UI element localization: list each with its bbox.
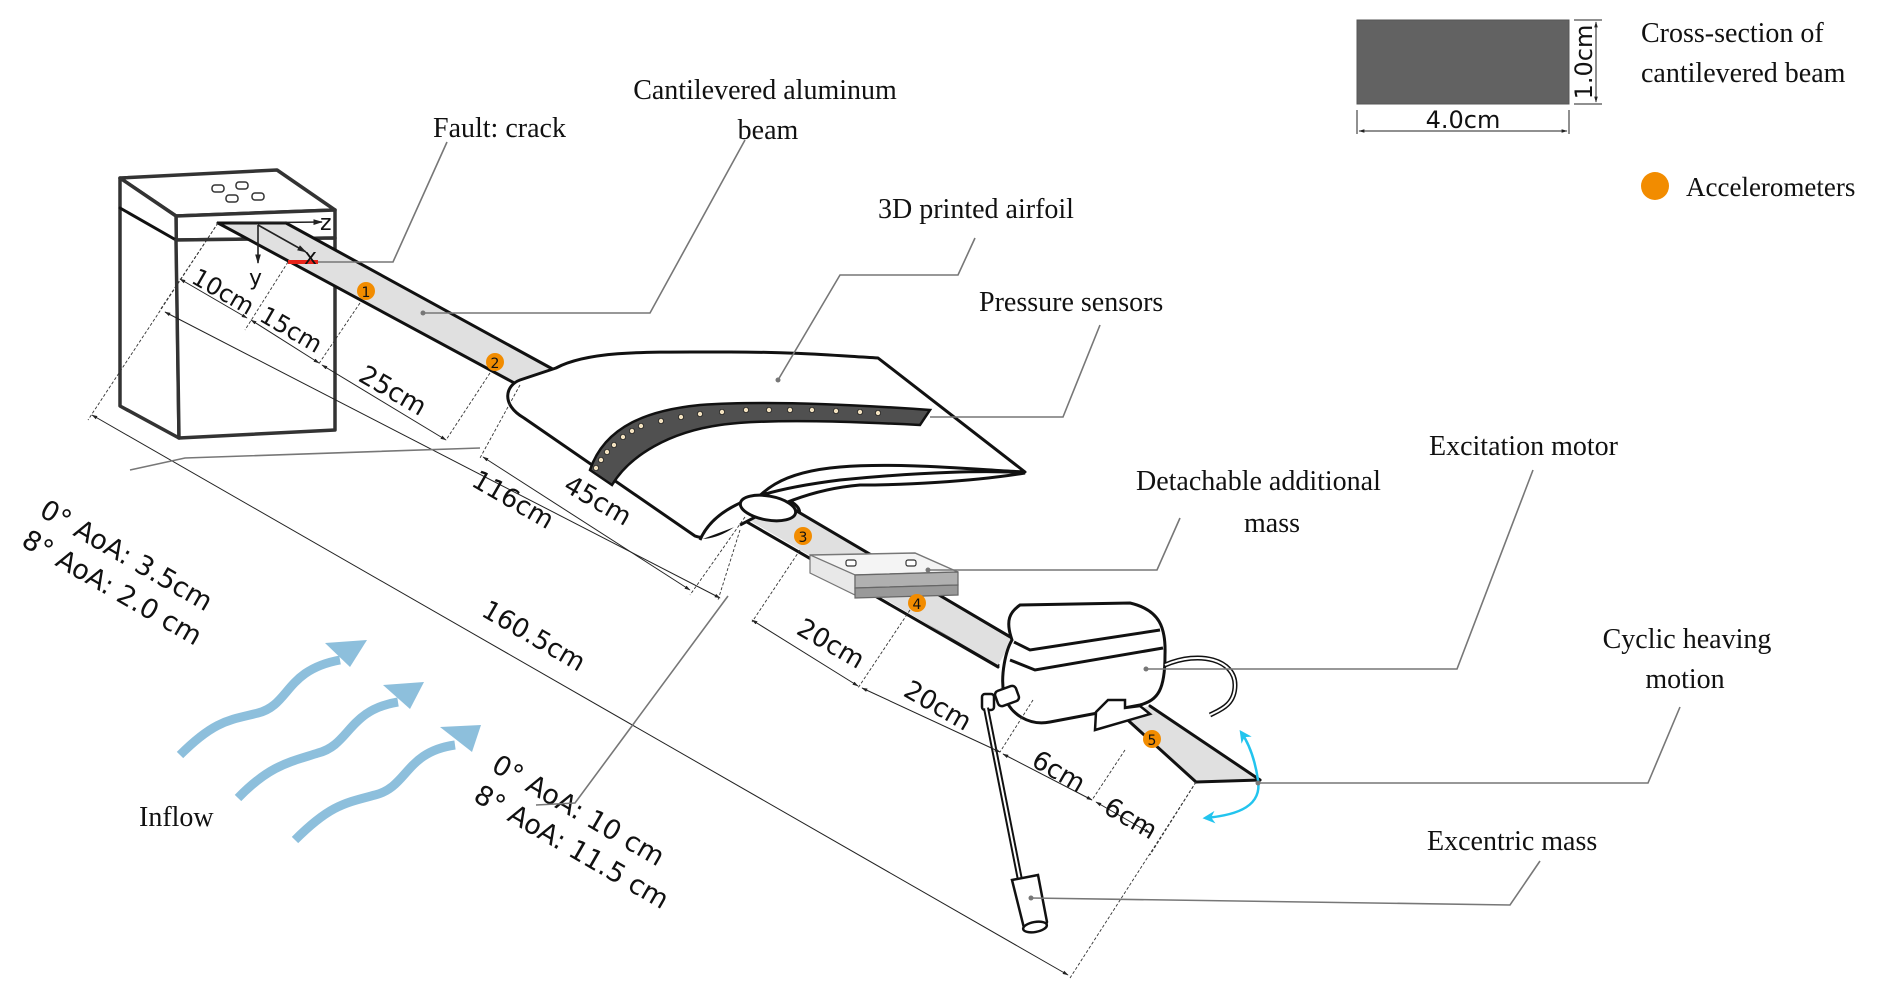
cross-section-height: 1.0cm: [1570, 25, 1598, 100]
accelerometer-legend-label: Accelerometers: [1686, 172, 1855, 202]
heaving-motion-arrows: [1202, 729, 1260, 824]
accelerometer-1: 1: [357, 282, 375, 301]
cross-section-rect: [1356, 19, 1570, 105]
inflow-arrow-2: [234, 682, 424, 802]
svg-text:3: 3: [799, 530, 808, 546]
dim-20cm-b: 20cm: [899, 675, 977, 737]
detachable-mass: [809, 552, 959, 599]
accelerometer-legend-dot: [1641, 172, 1669, 200]
eccentric-mass: [1010, 873, 1049, 934]
label-inflow: Inflow: [139, 802, 214, 833]
label-beam-line2: beam: [738, 115, 799, 146]
label-cyclic-line2: motion: [1645, 664, 1724, 695]
dim-20cm-a: 20cm: [792, 613, 870, 675]
cross-section-title-line1: Cross-section of: [1641, 18, 1824, 49]
accelerometer-legend: Accelerometers: [1641, 172, 1855, 202]
leader-lines: [129, 139, 1681, 906]
airfoil: [506, 350, 1027, 541]
svg-text:2: 2: [491, 356, 500, 372]
axis-x-label: x: [304, 245, 317, 270]
inflow-arrow-1: [176, 640, 367, 759]
svg-text:1: 1: [362, 285, 371, 301]
inflow-arrow-3: [291, 725, 481, 844]
cross-section-legend: 4.0cm 1.0cm Cross-section of cantilevere…: [1356, 18, 1846, 134]
dim-160-5cm: 160.5cm: [477, 595, 591, 678]
inflow-arrows: [176, 640, 481, 844]
svg-text:5: 5: [1148, 733, 1157, 749]
dim-6cm-b: 6cm: [1099, 792, 1163, 846]
label-beam-line1: Cantilevered aluminum: [633, 75, 897, 106]
label-fault-crack: Fault: crack: [433, 113, 566, 144]
dim-25cm: 25cm: [354, 360, 432, 422]
label-detachable-line1: Detachable additional: [1136, 466, 1381, 497]
bolt-icons: [211, 181, 265, 203]
label-cyclic-line1: Cyclic heaving: [1603, 624, 1772, 655]
label-eccentric-mass: Excentric mass: [1427, 826, 1597, 857]
svg-text:4: 4: [913, 597, 922, 613]
dim-6cm-a: 6cm: [1027, 745, 1091, 799]
cross-section-width: 4.0cm: [1426, 106, 1501, 134]
label-detachable-line2: mass: [1244, 508, 1300, 539]
labels: Fault: crack Cantilevered aluminum beam …: [139, 75, 1771, 857]
label-excitation-motor: Excitation motor: [1429, 431, 1619, 462]
accelerometer-5: 5: [1143, 730, 1161, 749]
label-pressure-sensors: Pressure sensors: [979, 287, 1163, 318]
axis-z-label: z: [320, 211, 332, 236]
axis-y-label: y: [249, 266, 262, 291]
label-airfoil: 3D printed airfoil: [878, 194, 1074, 225]
coordinate-axes: z x y: [229, 211, 332, 291]
cross-section-title-line2: cantilevered beam: [1641, 58, 1846, 89]
